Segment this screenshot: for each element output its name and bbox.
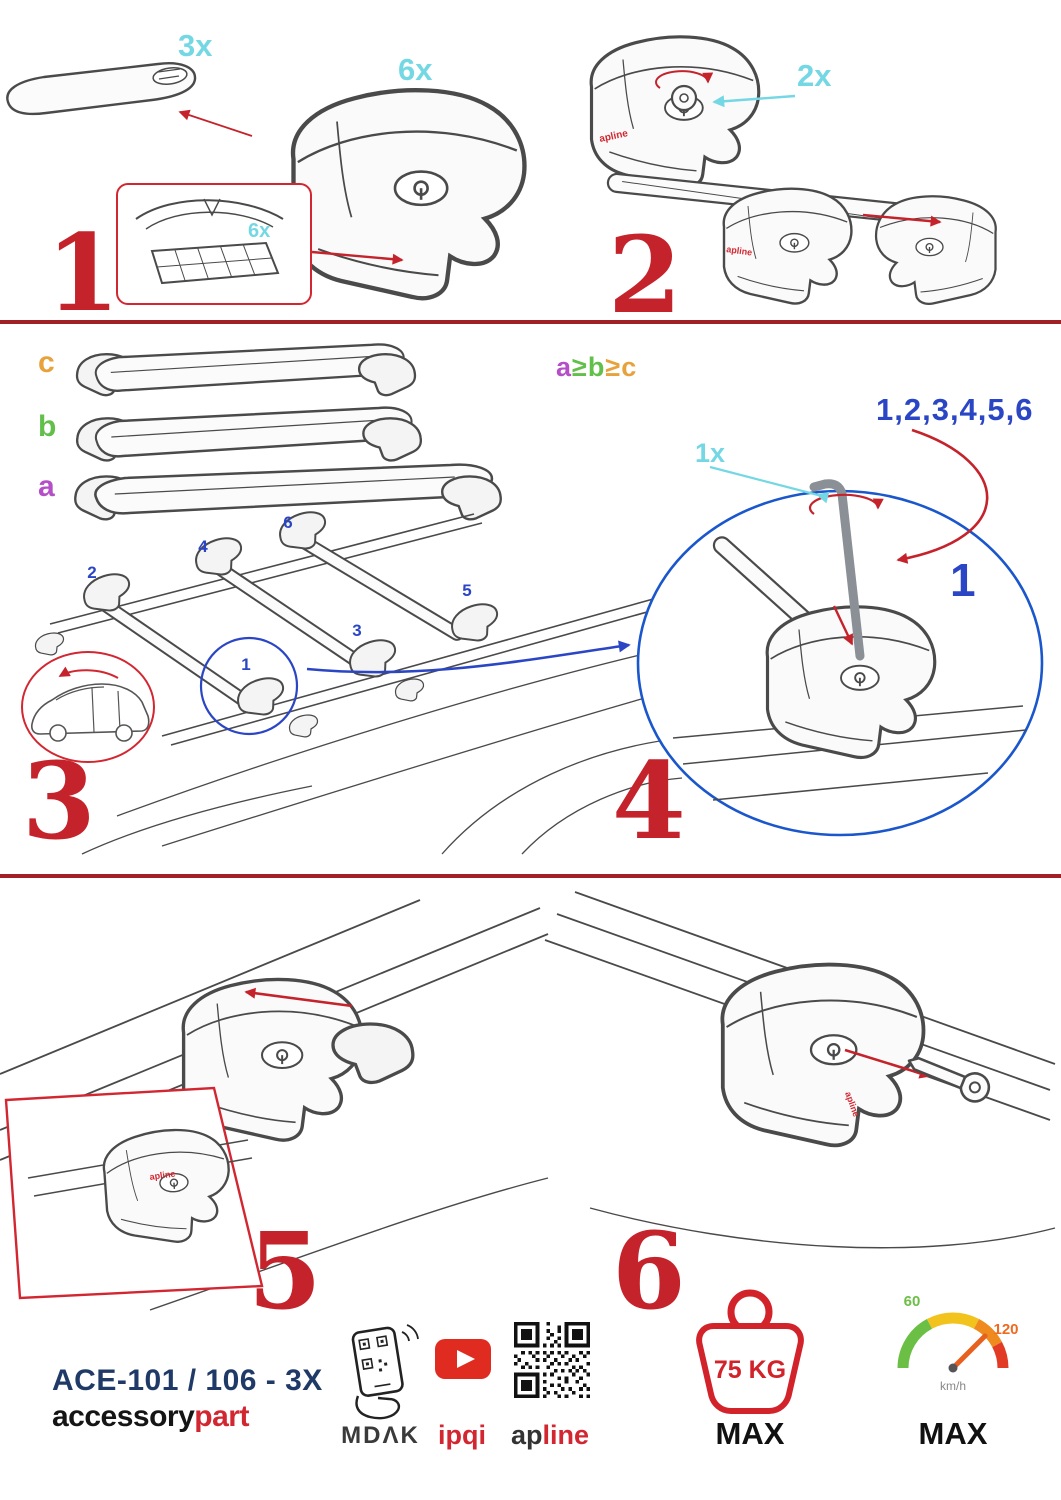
position-label-5: 5 <box>462 581 471 600</box>
car-inset-drawing <box>21 651 155 763</box>
brand-logo-part: part <box>194 1400 249 1433</box>
rule-ge1: ≥ <box>572 352 588 382</box>
step-5-number: 5 <box>248 1208 322 1333</box>
position-labels: 2 4 6 1 3 5 <box>87 513 471 674</box>
red-down-arrow <box>832 605 854 646</box>
mounted-crossbars <box>32 506 505 741</box>
step-6-number: 6 <box>612 1208 686 1333</box>
step-2-number: 2 <box>608 212 682 337</box>
apline-logo-line: line <box>542 1420 590 1450</box>
key-qty-label-step4: 1x <box>695 438 726 468</box>
red-arrow-tube <box>178 109 253 137</box>
youtube-icon <box>435 1339 491 1379</box>
weight-limit-icon: 75 KG <box>696 1289 804 1414</box>
speed-low-label: 60 <box>904 1293 921 1310</box>
bar-label-c: c <box>38 346 55 379</box>
position-label-6: 6 <box>283 513 292 532</box>
position-label-2: 2 <box>87 563 96 582</box>
rule-b: b <box>587 352 606 382</box>
rubber-pad-drawing <box>135 198 284 285</box>
highlight-circle <box>199 636 299 736</box>
crossbar-tube-drawing <box>6 62 197 116</box>
key-qty-label: 2x <box>797 58 832 93</box>
lock-key-scene: apline apline <box>589 35 997 306</box>
bar-qty-label: 3x <box>178 28 213 63</box>
red-turn-arrow <box>655 70 714 89</box>
bar-body <box>94 343 405 392</box>
zoom-arrow <box>306 640 631 674</box>
position-label-4: 4 <box>198 537 208 556</box>
roof-scene-drawing: 2 4 6 1 3 5 <box>21 506 691 855</box>
weight-value: 75 KG <box>714 1356 786 1384</box>
phone-scan-icon <box>351 1324 419 1420</box>
apline-logo-ap: ap <box>510 1420 543 1450</box>
brand-logo: accessorypart <box>52 1402 249 1432</box>
foot-brand-label: apline <box>149 1168 176 1182</box>
position-highlight-label: 1 <box>950 554 976 606</box>
rail-mount-scene: apline <box>0 899 549 1311</box>
step-1-number: 1 <box>46 210 120 335</box>
speed-max-label: MAX <box>918 1416 988 1451</box>
step-4-number: 4 <box>612 738 686 863</box>
ipqi-logo: ipqi <box>438 1420 486 1450</box>
crossbar-tube <box>6 62 197 116</box>
section-divider <box>0 874 1061 878</box>
rule-a: a <box>556 352 573 382</box>
red-key-arrow <box>844 1048 931 1079</box>
mdak-logo: MDΛK <box>341 1422 420 1449</box>
pad-qty-label: 6x <box>248 220 271 242</box>
foot-shape <box>720 962 926 1148</box>
red-turn-arrow <box>808 493 884 515</box>
foot-underside <box>135 198 284 230</box>
pad-detail-box: 6x <box>116 183 312 305</box>
foot-qty-label: 6x <box>398 52 433 87</box>
sequence-arrow <box>896 428 989 564</box>
section-divider <box>0 320 1061 324</box>
red-arrow-pad <box>311 250 404 265</box>
speedometer-icon: 60 120 km/h <box>897 1293 1019 1393</box>
rule-ge2: ≥ <box>605 352 622 382</box>
bar-label-b: b <box>38 410 57 443</box>
foot-shape <box>589 35 761 190</box>
red-direction-arrow <box>58 666 119 679</box>
round-key <box>670 84 698 112</box>
bar-c-drawing <box>75 343 417 397</box>
allen-key-drawing <box>809 479 865 661</box>
speed-high-label: 120 <box>993 1321 1018 1338</box>
cyan-arrow-allen <box>709 465 830 504</box>
locked-foot-panel: apline <box>4 1086 264 1300</box>
end-cap-shape <box>874 195 997 306</box>
position-label-3: 3 <box>352 621 361 640</box>
size-rule: a≥b≥c <box>556 354 637 381</box>
product-code: ACE-101 / 106 - 3X <box>52 1364 323 1397</box>
brand-logo-accessory: accessory <box>52 1400 195 1433</box>
apline-logo: apline <box>505 1422 595 1449</box>
red-arrow-endcap <box>862 213 942 227</box>
weight-max-label: MAX <box>715 1416 785 1451</box>
foot-end <box>357 353 417 397</box>
rubber-pad <box>150 241 280 285</box>
bar-label-a: a <box>38 470 55 503</box>
speed-unit-label: km/h <box>940 1379 966 1393</box>
foot-brand-label: apline <box>726 244 753 258</box>
cyan-arrow-key <box>712 94 796 108</box>
rule-c: c <box>621 352 638 382</box>
detail-circle-drawing: 1 <box>636 479 1044 837</box>
step-3-number: 3 <box>22 738 96 863</box>
key-unlock-scene: apline <box>544 891 1056 1249</box>
position-label-1: 1 <box>241 655 250 674</box>
qr-code <box>514 1322 590 1398</box>
red-slide-arrow <box>244 987 353 1008</box>
sequence-label: 1,2,3,4,5,6 <box>876 392 1034 427</box>
